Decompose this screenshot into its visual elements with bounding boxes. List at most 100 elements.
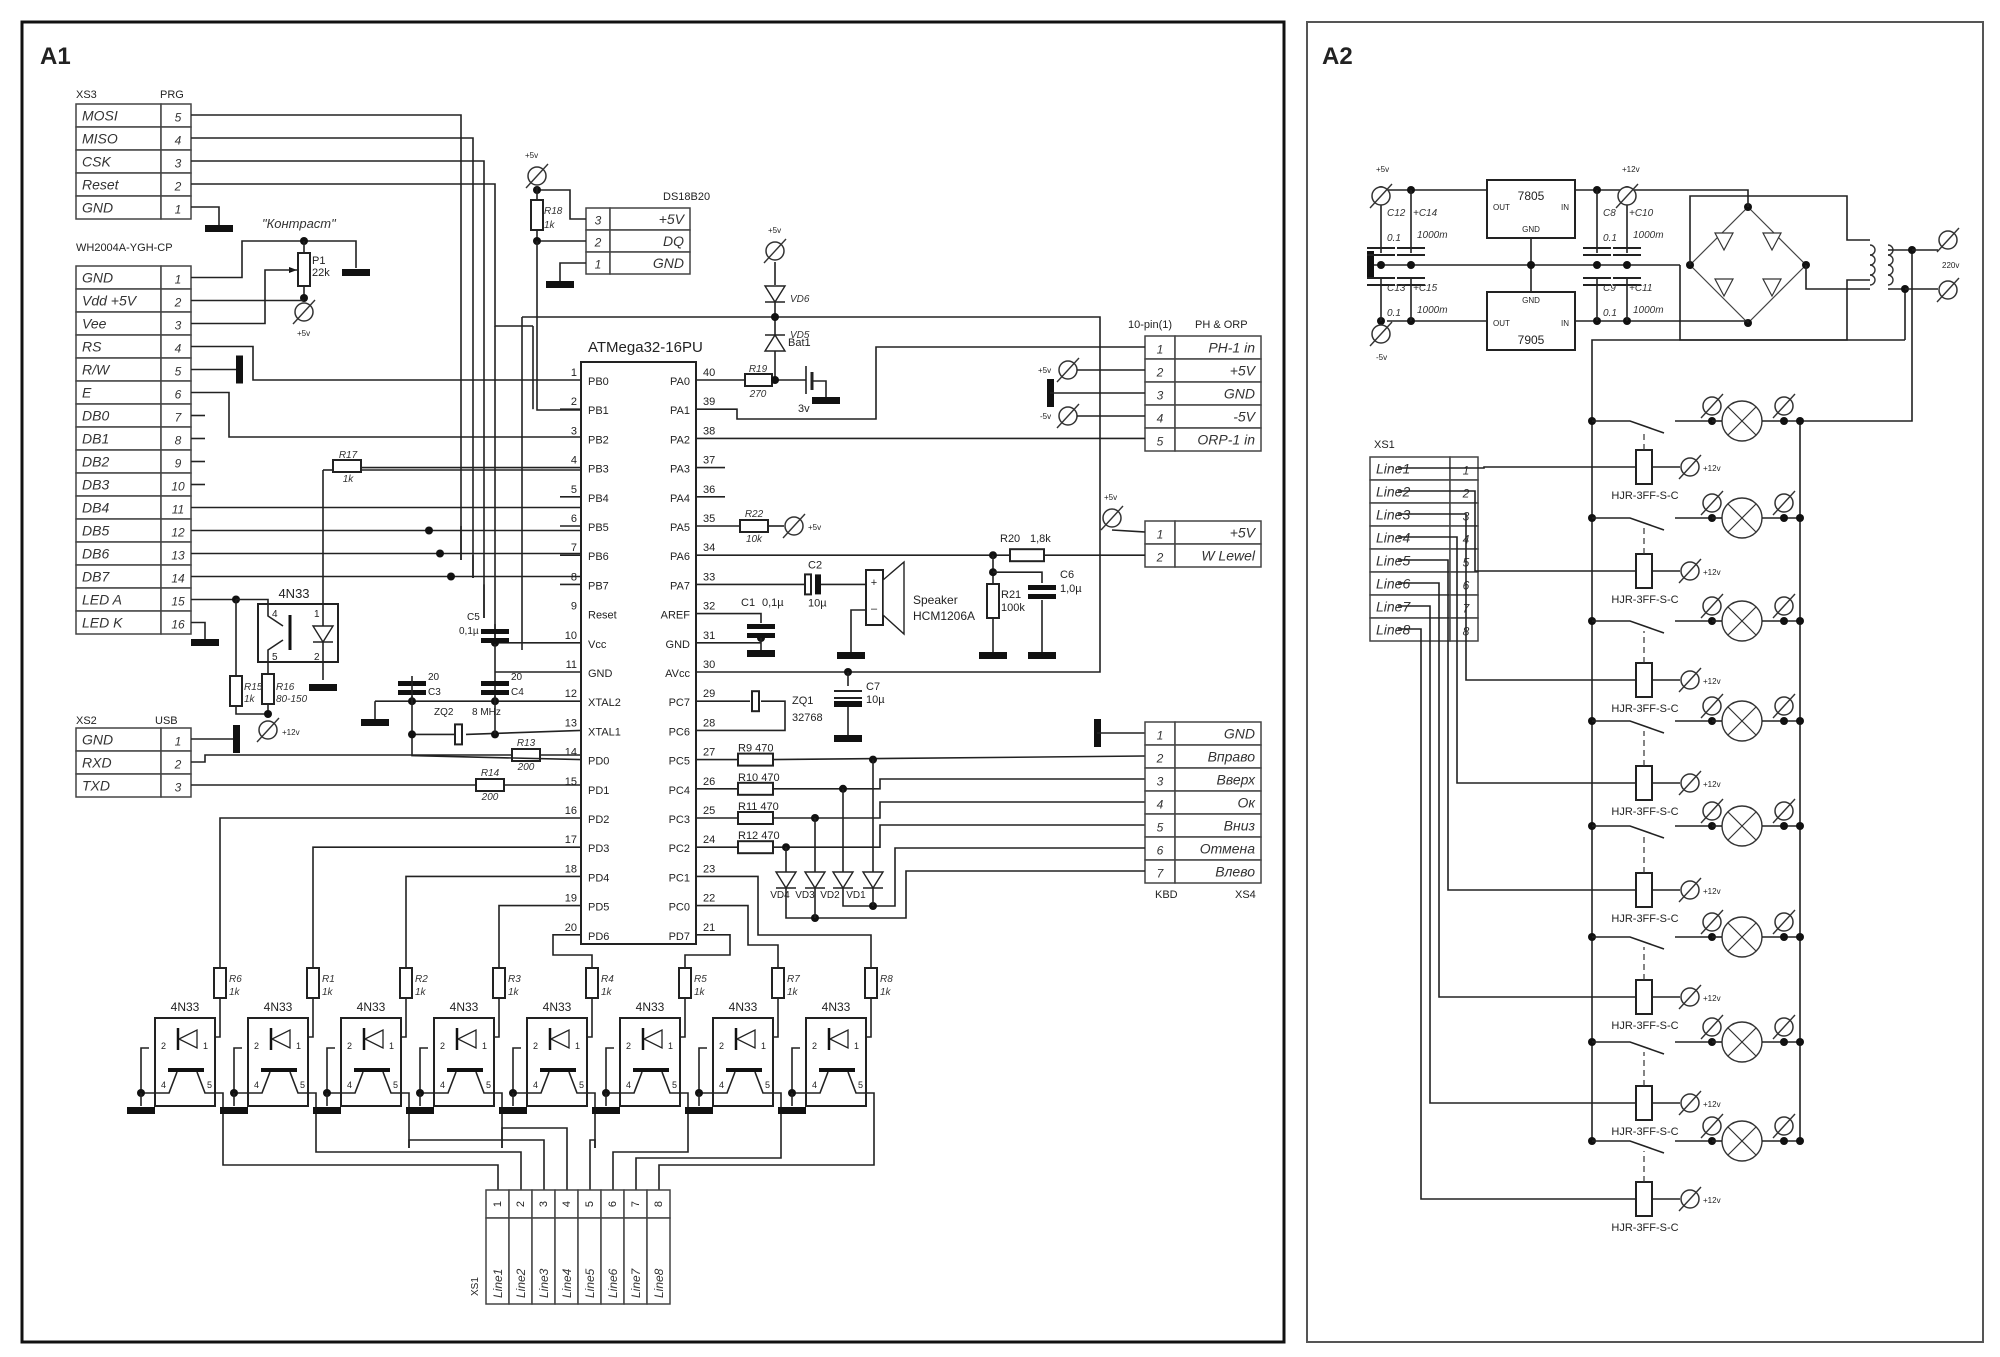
wire xyxy=(661,1071,689,1148)
mcu-body xyxy=(580,361,697,945)
supply-terminal-icon xyxy=(1772,1113,1796,1139)
pin-name: DB7 xyxy=(82,569,110,585)
cap-val: 10µ xyxy=(866,694,885,706)
pin-name: DQ xyxy=(663,233,684,249)
pin-number: 16 xyxy=(171,617,185,631)
wlevel-table-row: 1+5V xyxy=(1144,520,1262,545)
cap-val: 0.1 xyxy=(1387,233,1401,244)
wire xyxy=(191,269,298,325)
cap-ref: C7 xyxy=(866,681,880,693)
cap-ref: +C14 xyxy=(1413,208,1438,219)
pin-number: 27 xyxy=(703,747,715,759)
pin-label: 4 xyxy=(161,1080,166,1090)
wire xyxy=(785,870,1145,919)
opto-part: 4N33 xyxy=(636,1000,665,1014)
lcd-title: WH2004A-YGH-CP xyxy=(76,242,173,254)
diode-ref: VD6 xyxy=(790,294,810,305)
pot-ref: P1 xyxy=(312,255,325,267)
supply-terminal-icon xyxy=(1056,357,1080,383)
crystal-val: 8 MHz xyxy=(472,707,501,718)
junction-dot xyxy=(264,710,272,718)
pin-number: 3 xyxy=(175,156,182,170)
wire xyxy=(568,1071,596,1148)
transformer-coil xyxy=(1887,274,1894,286)
pin-name: -5V xyxy=(1233,409,1256,425)
ground-icon xyxy=(747,650,775,657)
panel-a1-frame xyxy=(20,20,1286,1344)
pin-label: 4 xyxy=(719,1080,724,1090)
line-name: Line8 xyxy=(652,1268,666,1298)
pin-number: 7 xyxy=(175,410,183,424)
supply-terminal-icon xyxy=(1772,490,1796,516)
pin-number: 24 xyxy=(703,834,715,846)
junction-dot xyxy=(1527,261,1535,269)
terminal-slash xyxy=(1772,1014,1796,1040)
resistor-icon xyxy=(475,778,505,792)
pin-name: PD7 xyxy=(669,931,690,943)
terminal-slash xyxy=(1772,909,1796,935)
relay-coil xyxy=(1635,553,1653,589)
lamp-cross xyxy=(1727,1126,1757,1156)
pin-name: PA4 xyxy=(670,493,690,505)
pin-name: +5V xyxy=(1230,363,1257,379)
pin-number: 17 xyxy=(565,834,577,846)
pin-label: 1 xyxy=(854,1041,859,1051)
pin-name: RS xyxy=(82,339,102,355)
pin-number: 2 xyxy=(174,757,182,771)
junction-dot xyxy=(1796,514,1804,522)
junction-dot xyxy=(1796,933,1804,941)
pin-name: Line4 xyxy=(1376,530,1410,546)
cap-val: 1000m xyxy=(1633,305,1664,316)
supply-label: +5v xyxy=(297,329,310,338)
resistor-icon xyxy=(306,967,320,999)
diode-icon xyxy=(861,871,885,890)
wire xyxy=(289,1071,317,1148)
wire xyxy=(498,904,581,968)
pin-number: 39 xyxy=(703,396,715,408)
lamp-circuit xyxy=(1588,593,1804,642)
pin-label: 5 xyxy=(393,1080,398,1090)
pin-number: 40 xyxy=(703,367,715,379)
transistor-base xyxy=(819,1068,855,1072)
supply-terminal-icon xyxy=(292,299,316,325)
opto-part: 4N33 xyxy=(543,1000,572,1014)
junction-dot xyxy=(771,376,779,384)
pin-label: 4 xyxy=(254,1080,259,1090)
pin-name: PB2 xyxy=(588,434,609,446)
led-icon xyxy=(735,1028,756,1050)
pin-name: CSK xyxy=(82,154,111,170)
wire xyxy=(1591,339,1905,418)
wire-opto-out xyxy=(658,1148,875,1190)
ph-subtitle: PH & ORP xyxy=(1195,319,1248,331)
crystal-ref: ZQ2 xyxy=(434,707,454,718)
pin-number: 1 xyxy=(571,367,577,379)
wire-opto-out xyxy=(501,1127,568,1190)
wire xyxy=(559,262,586,282)
terminal-slash xyxy=(525,163,549,189)
wire xyxy=(1705,320,1749,323)
res-val: 1k xyxy=(343,474,355,485)
pin-name: XTAL1 xyxy=(588,726,621,738)
pin-label: 2 xyxy=(347,1041,352,1051)
wire xyxy=(191,621,206,640)
terminal-slash xyxy=(292,299,316,325)
wire xyxy=(382,1071,410,1148)
terminal-slash xyxy=(1772,693,1796,719)
line-name: Line2 xyxy=(514,1268,528,1298)
junction-dot xyxy=(425,526,433,535)
